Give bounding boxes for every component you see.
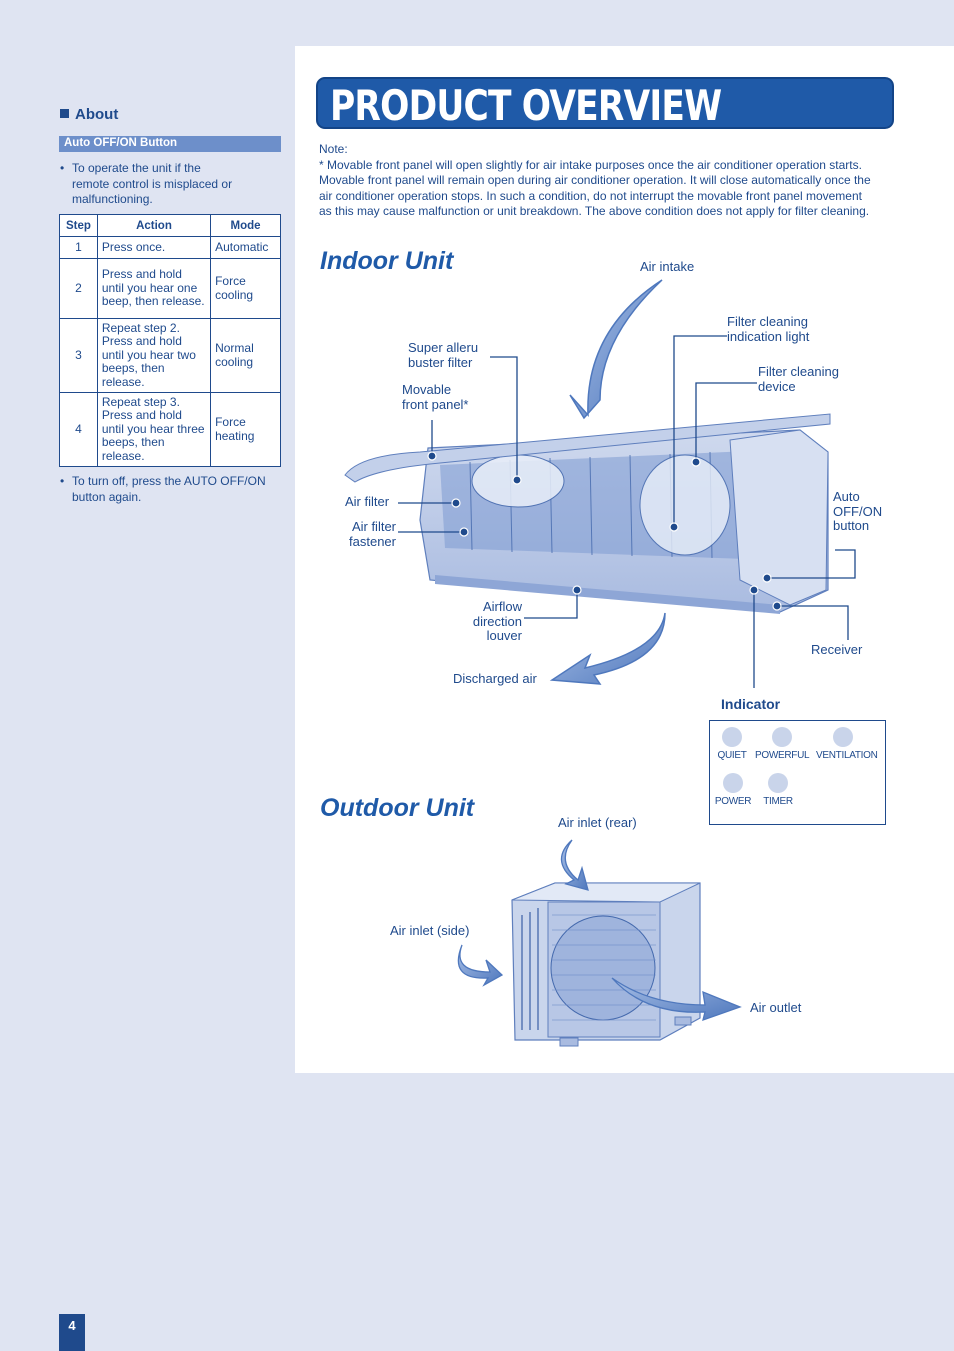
air-inlet-rear-arrow: [560, 839, 589, 891]
air-inlet-side-label: Air inlet (side): [390, 923, 470, 938]
action-cell: Repeat step 2. Press and hold until you …: [96, 318, 212, 393]
timer-indicator: TIMER: [759, 773, 797, 807]
mode-cell: Force cooling: [210, 258, 281, 319]
action-cell: Press and hold until you hear one beep, …: [96, 258, 212, 319]
table-row: 2 Press and hold until you hear one beep…: [59, 258, 281, 319]
indoor-unit-drawing: [344, 413, 831, 614]
page-number: 4: [59, 1314, 85, 1351]
air-inlet-side-arrow: [457, 944, 504, 987]
powerful-icon: [772, 727, 792, 747]
step-header: Step: [59, 214, 98, 237]
indicator-title: Indicator: [721, 696, 781, 712]
ventilation-indicator: VENTILATION: [816, 727, 878, 761]
outro-bullet: To turn off, press the AUTO OFF/ON butto…: [60, 474, 284, 505]
air-intake-label: Air intake: [640, 259, 695, 274]
receiver-label: Receiver: [811, 642, 863, 657]
mode-cell: Normal cooling: [210, 318, 281, 393]
title-banner: PRODUCT OVERVIEW: [316, 77, 894, 130]
quiet-indicator: QUIET: [713, 727, 751, 761]
note-line: as this may cause malfunction or unit br…: [319, 204, 870, 218]
step-cell: 3: [59, 318, 98, 393]
note-line: air conditioner operation stops. In such…: [319, 188, 862, 203]
discharged-air-arrow: [549, 612, 666, 685]
power-indicator: POWER: [713, 773, 753, 807]
air-intake-arrow: [569, 279, 663, 420]
discharged-air-label: Discharged air: [453, 671, 537, 686]
steps-table: Step Action Mode 1 Press once. Automatic…: [59, 214, 281, 467]
table-row: 3 Repeat step 2. Press and hold until yo…: [59, 318, 281, 393]
table-row: 1 Press once. Automatic: [59, 236, 281, 259]
note-line: Movable front panel will remain open dur…: [319, 173, 871, 187]
intro-bullet: To operate the unit if the remote contro…: [60, 161, 284, 208]
table-row: 4 Repeat step 3. Press and hold until yo…: [59, 392, 281, 467]
air-outlet-label: Air outlet: [750, 1000, 802, 1015]
outdoor-unit-heading: Outdoor Unit: [320, 794, 475, 822]
mode-header: Mode: [210, 214, 281, 237]
note-label: Note:: [319, 142, 348, 156]
auto-button-title: Auto OFF/ON Button: [59, 136, 281, 152]
note-line: * Movable front panel will open slightly…: [319, 157, 862, 172]
air-inlet-rear-label: Air inlet (rear): [558, 815, 637, 830]
ventilation-icon: [833, 727, 853, 747]
callout-dots: [427, 451, 782, 611]
leader-lines: [398, 335, 856, 688]
powerful-indicator: POWERFUL: [755, 727, 810, 761]
page-title: PRODUCT OVERVIEW: [330, 81, 722, 130]
outdoor-unit-drawing: [511, 882, 701, 1047]
air-outlet-arrow: [611, 977, 742, 1022]
table-header-row: Step Action Mode: [59, 214, 281, 237]
square-bullet-icon: [60, 109, 69, 118]
power-icon: [723, 773, 743, 793]
indoor-unit-heading: Indoor Unit: [320, 247, 454, 275]
air-filter-label: Air filter: [345, 494, 390, 509]
action-cell: Press once.: [96, 236, 212, 259]
about-heading: About: [60, 106, 118, 123]
quiet-icon: [722, 727, 742, 747]
note-block: Note: * Movable front panel will open sl…: [319, 142, 899, 220]
mode-cell: Force heating: [210, 392, 281, 467]
action-cell: Repeat step 3. Press and hold until you …: [96, 392, 212, 467]
timer-icon: [768, 773, 788, 793]
